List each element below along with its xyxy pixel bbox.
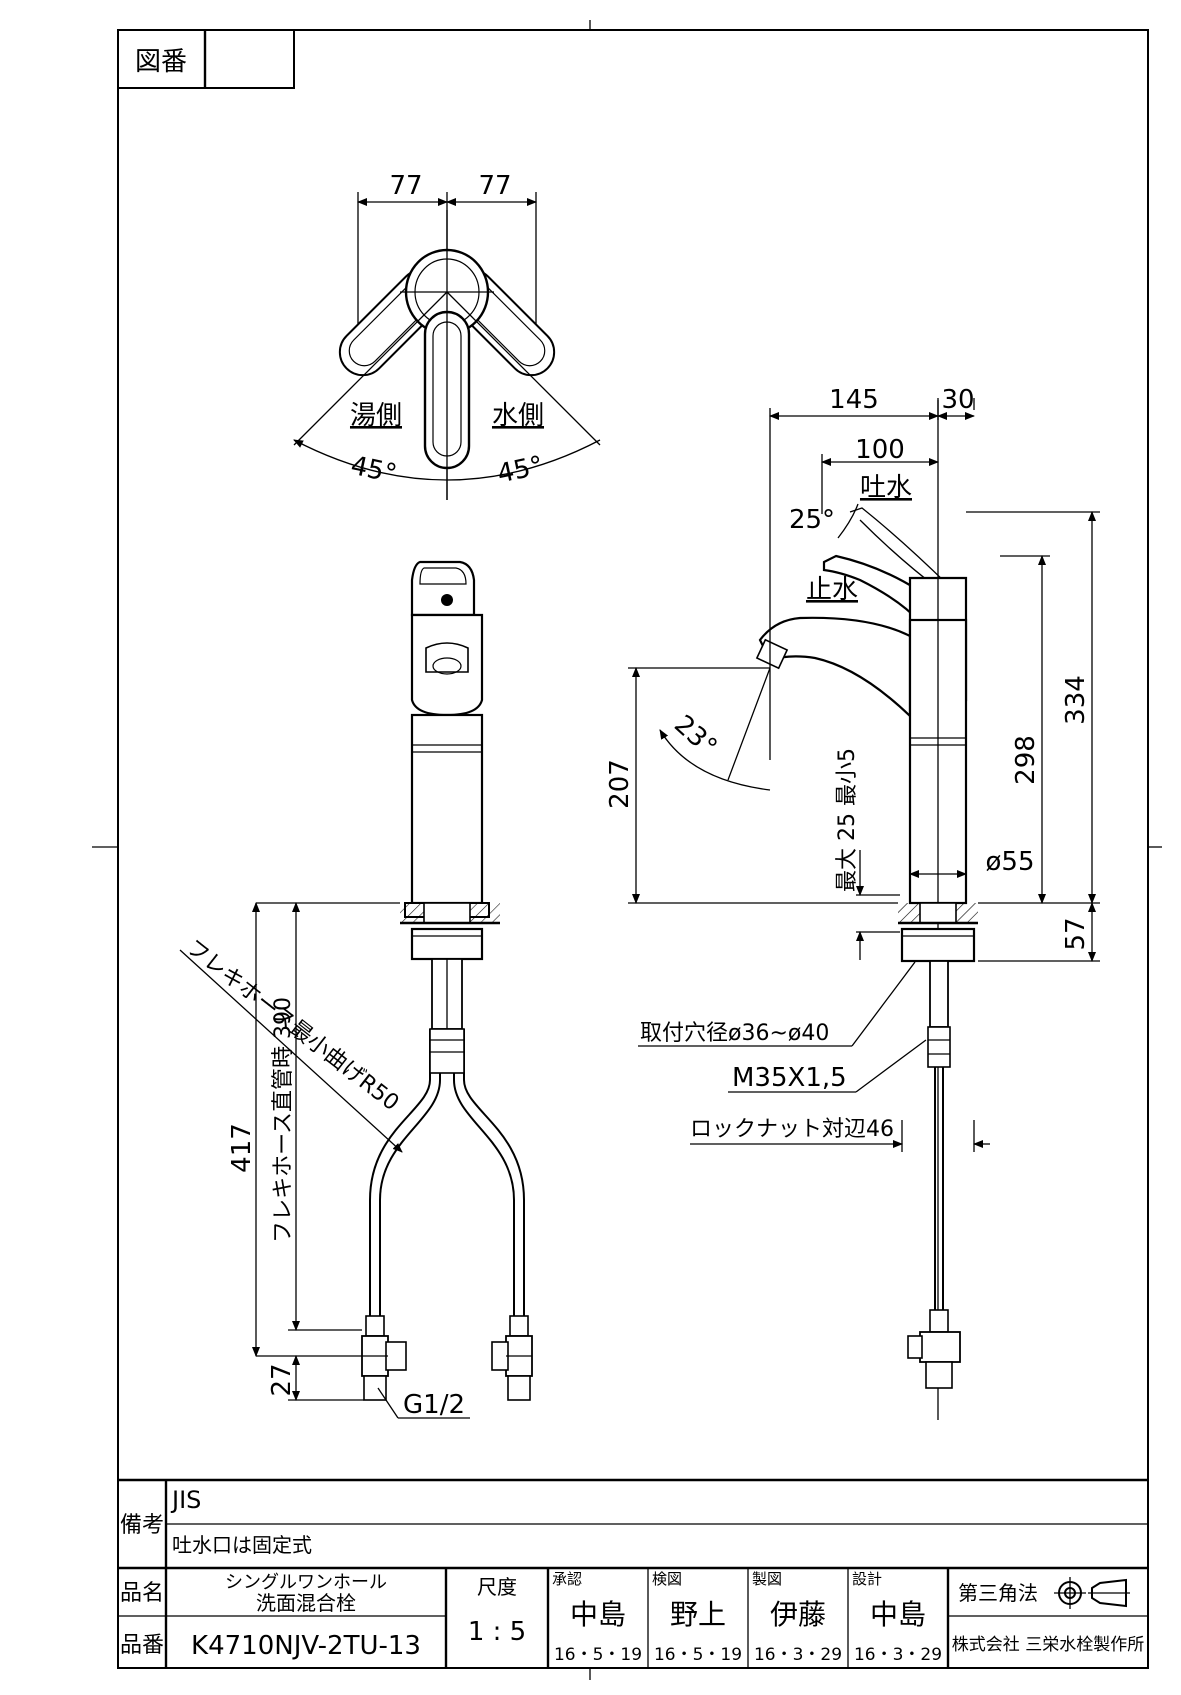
checked-name: 野上 [670, 1598, 726, 1631]
product-name-line-2: 洗面混合栓 [256, 1591, 356, 1615]
drawn-date: 16・3・29 [754, 1645, 842, 1665]
angle-right-label: 45° [495, 451, 546, 490]
locknut-label: ロックナット対辺46 [690, 1117, 894, 1142]
top-dim-right: 77 [478, 171, 511, 201]
angle-23-label: 23° [668, 709, 722, 762]
designed-name: 中島 [870, 1598, 926, 1631]
designed-date: 16・3・29 [854, 1645, 942, 1665]
top-view: 77 77 湯側 水側 45° 45° [293, 171, 601, 500]
scale-label: 尺度 [477, 1575, 517, 1599]
max-thickness-label: 最大 25 最小5 [835, 748, 860, 892]
approved-label: 承認 [552, 1570, 582, 1588]
projection-label: 第三角法 [958, 1581, 1038, 1605]
third-angle-projection-icon [1054, 1577, 1130, 1609]
hot-side-label: 湯側 [350, 401, 402, 431]
side-dim-298: 298 [1011, 735, 1041, 785]
side-dim-207: 207 [605, 759, 635, 809]
side-dim-100: 100 [855, 435, 905, 465]
drawn-label: 製図 [752, 1570, 782, 1588]
approved-date: 16・5・19 [554, 1645, 642, 1665]
front-dim-417: 417 [227, 1123, 257, 1173]
front-view: 417 フレキホース直管時 390 27 フレキホース最小曲げR50 G1/2 [179, 560, 533, 1420]
front-dim-27: 27 [267, 1363, 297, 1396]
approved-name: 中島 [570, 1598, 626, 1631]
note-spout-fixed: 吐水口は固定式 [172, 1533, 312, 1557]
product-name-line-1: シングルワンホール [225, 1572, 387, 1593]
angle-left-label: 45° [348, 451, 399, 490]
top-dim-left: 77 [389, 171, 422, 201]
thread-label: M35X1,5 [732, 1063, 847, 1093]
drawn-name: 伊藤 [770, 1598, 826, 1631]
drawing-number-label: 図番 [135, 47, 187, 77]
centering-marks [92, 20, 1162, 1680]
product-no-label: 品番 [120, 1633, 164, 1658]
scale-value: 1 : 5 [468, 1617, 526, 1647]
mount-hole-label: 取付穴径ø36~ø40 [640, 1021, 829, 1046]
note-jis: JIS [170, 1486, 201, 1514]
angle-25-label: 25° [789, 505, 835, 535]
connector-label: G1/2 [403, 1390, 465, 1420]
side-view: 145 30 100 吐水 25° 止水 334 298 57 207 23° [605, 385, 1100, 1420]
title-block: 備考 JIS 吐水口は固定式 品名 シングルワンホール 洗面混合栓 品番 K47… [118, 1478, 1148, 1668]
dia-55-label: ø55 [986, 847, 1035, 877]
spout-off-label: 止水 [806, 575, 858, 605]
hose-straight-note: フレキホース直管時 390 [271, 997, 296, 1243]
drawing-number-box: 図番 [117, 29, 295, 89]
product-name-label: 品名 [120, 1581, 164, 1606]
side-dim-57: 57 [1061, 917, 1091, 950]
side-dim-30: 30 [941, 385, 974, 415]
checked-label: 検図 [652, 1570, 682, 1588]
notes-label: 備考 [120, 1513, 164, 1538]
company-name: 株式会社 三栄水栓製作所 [952, 1635, 1144, 1655]
cold-side-label: 水側 [492, 401, 544, 431]
side-dim-145: 145 [829, 385, 879, 415]
designed-label: 設計 [852, 1570, 882, 1588]
side-dim-334: 334 [1061, 675, 1091, 725]
spout-on-label: 吐水 [860, 473, 912, 503]
checked-date: 16・5・19 [654, 1645, 742, 1665]
product-no: K4710NJV-2TU-13 [191, 1631, 421, 1661]
drawing-frame [117, 29, 1149, 1669]
